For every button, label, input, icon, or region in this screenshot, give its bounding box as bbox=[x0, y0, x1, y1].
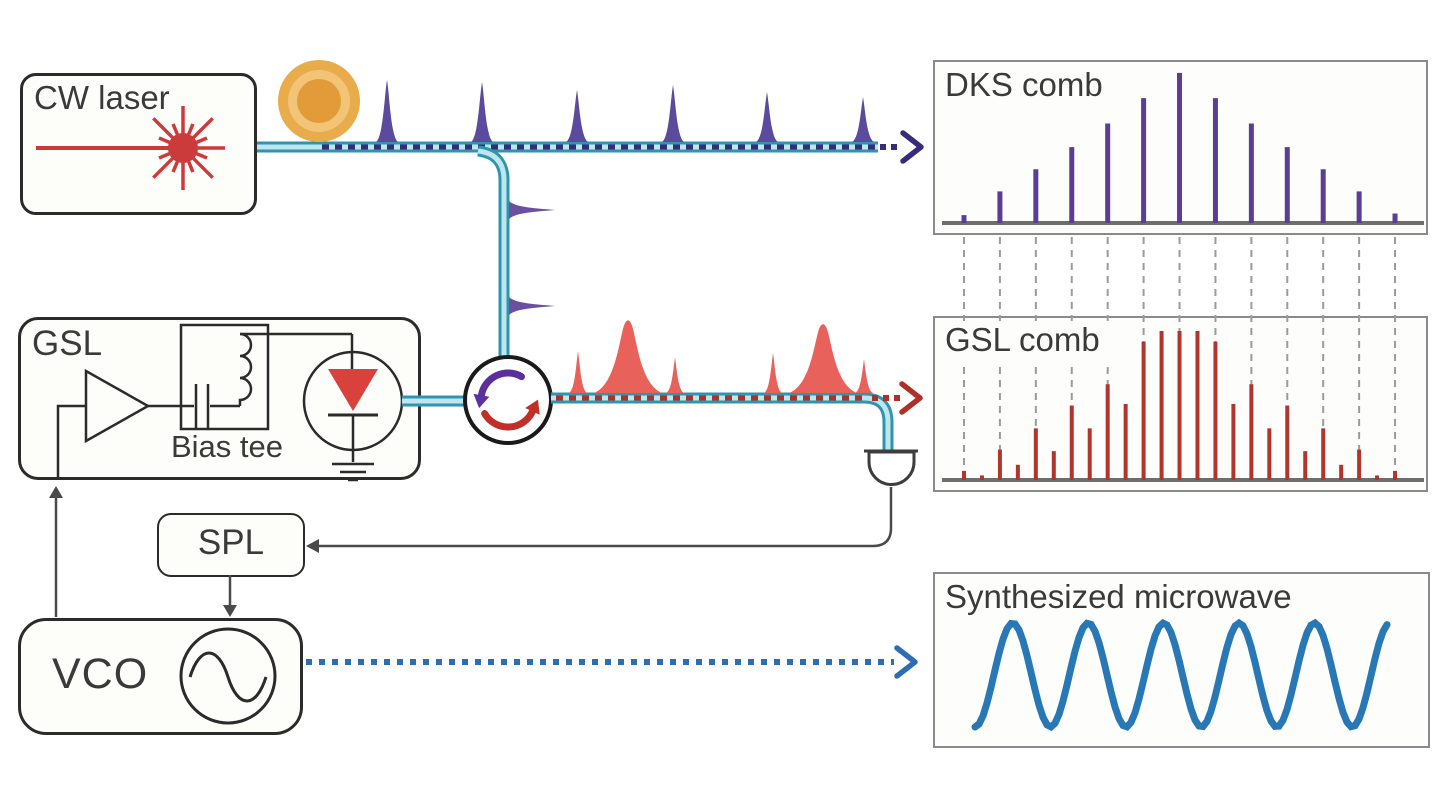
gsl-label: GSL bbox=[32, 324, 103, 363]
spl-label: SPL bbox=[197, 523, 265, 562]
tap-waveguide bbox=[477, 145, 510, 358]
gsl-comb-title: GSL comb bbox=[943, 321, 1110, 361]
microring-resonator-icon bbox=[278, 60, 360, 142]
synthesized-microwave-title: Synthesized microwave bbox=[945, 578, 1292, 615]
photodetector-icon bbox=[864, 449, 918, 486]
vco-label: VCO bbox=[52, 650, 149, 698]
dks-comb-title: DKS comb bbox=[945, 66, 1103, 103]
gsl-output-waveguide-right bbox=[551, 392, 894, 452]
dks-output-arrow bbox=[880, 130, 924, 164]
gsl-output-arrow bbox=[872, 381, 923, 415]
cw-laser-label: CW laser bbox=[34, 79, 170, 116]
cw-laser-box bbox=[20, 73, 257, 215]
circulator-icon bbox=[463, 355, 553, 445]
bias-tee-label: Bias tee bbox=[170, 429, 283, 464]
detector-to-spl-wire bbox=[318, 487, 893, 548]
pulse-trains bbox=[376, 80, 874, 393]
vco-output-arrow bbox=[306, 645, 918, 679]
